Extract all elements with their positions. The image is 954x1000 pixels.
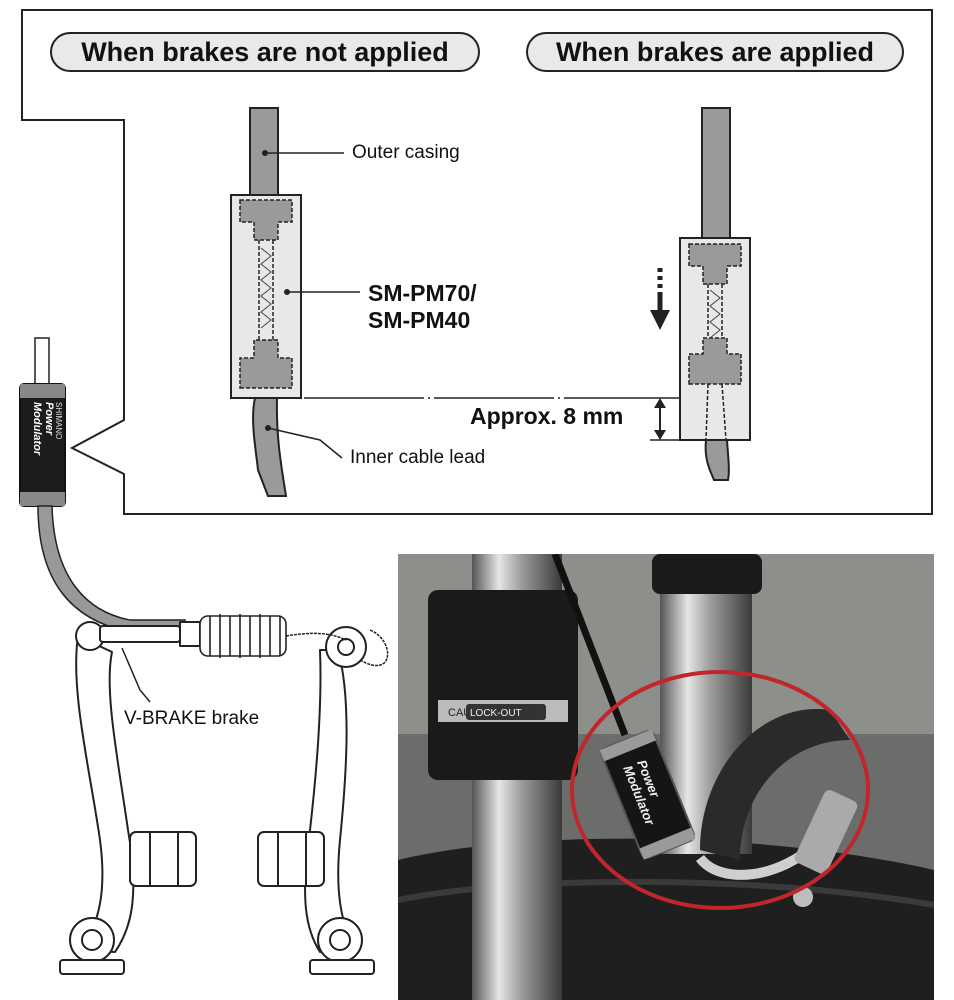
inner-wire [285, 629, 389, 667]
label-model-line2: SM-PM40 [368, 307, 471, 333]
device-label-brand: SHIMANO [54, 402, 63, 439]
label-vbrake: V-BRAKE brake [124, 708, 260, 729]
inner-cable-left [252, 397, 288, 497]
power-modulator-device: Power Modulator SHIMANO [19, 383, 66, 507]
photo-sticker-text: LOCK-OUT [470, 708, 522, 719]
bellows-boot [199, 614, 287, 658]
v-brake-brake [59, 621, 375, 975]
heading-not-applied: When brakes are not applied [50, 32, 480, 72]
down-arrow-icon [650, 268, 670, 330]
cable-top [34, 337, 50, 385]
label-inner-cable: Inner cable lead [350, 447, 486, 468]
photo-modulator: Power Modulator [599, 729, 696, 860]
modulator-housing-left [230, 194, 302, 399]
label-outer-casing: Outer casing [352, 142, 460, 163]
curved-cable [37, 505, 186, 633]
inner-cable-right [704, 439, 730, 481]
highlight-ring [570, 670, 870, 910]
device-label-modulator: Modulator [31, 402, 43, 456]
outer-casing-right [701, 107, 731, 239]
label-approx: Approx. 8 mm [470, 403, 624, 429]
callout-frame [21, 9, 933, 515]
measure-arrow [654, 398, 666, 440]
modulator-housing-right [679, 237, 751, 441]
label-model-line1: SM-PM70/ [368, 280, 477, 306]
device-label-power: Power [43, 402, 55, 436]
photo-panel: CAUTION LOCK-OUT Power Modulator [398, 554, 934, 1000]
leader-vbrake [121, 647, 151, 703]
leader-inner-cable [267, 427, 343, 459]
heading-applied: When brakes are applied [526, 32, 904, 72]
